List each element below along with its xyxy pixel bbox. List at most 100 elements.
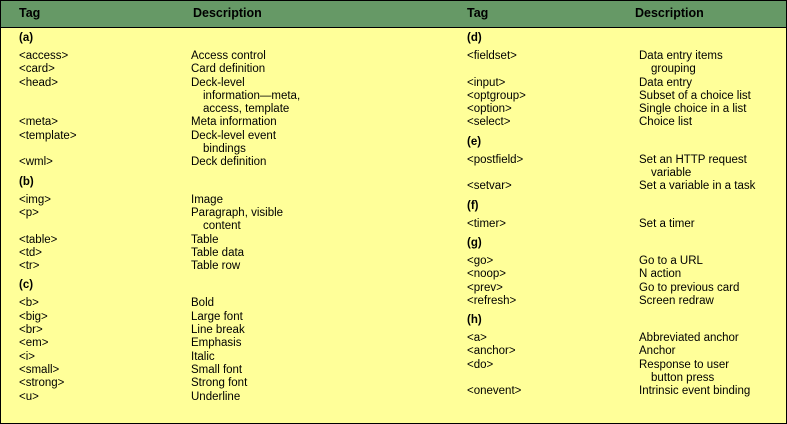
- table-row: <br> Line break: [19, 324, 319, 337]
- tag-description: Meta information: [191, 116, 319, 129]
- description-line: Italic: [191, 350, 215, 363]
- table-row: <optgroup> Subset of a choice list: [467, 90, 777, 103]
- description-line: Deck definition: [191, 156, 267, 169]
- table-row: <i>Italic: [19, 351, 319, 364]
- tag-name: <strong>: [19, 377, 65, 390]
- description-line: Single choice in a list: [639, 103, 747, 116]
- tag-description: Italic: [191, 351, 319, 364]
- description-line: Access control: [191, 50, 266, 62]
- tag-description: Table row: [191, 260, 319, 273]
- section-label: (b): [19, 175, 34, 188]
- table-row: <access>Access control: [19, 50, 319, 63]
- header-left-tag: Tag: [19, 6, 41, 20]
- description-line: variable: [651, 167, 692, 180]
- tag-description: Line break: [191, 324, 319, 337]
- tag-description: Access control: [191, 50, 319, 63]
- tag-name: <img>: [19, 193, 51, 206]
- table-row: <b>Bold: [19, 297, 319, 310]
- tag-name: <refresh>: [467, 294, 517, 307]
- tag-name: <td>: [19, 246, 43, 259]
- tag-name: <template>: [19, 129, 77, 142]
- tag-description: Card definition: [191, 63, 319, 76]
- table-row: <select>Choice list: [467, 116, 777, 129]
- description-line: Deck-level: [191, 76, 245, 89]
- tag-name: <fieldset>: [467, 50, 517, 62]
- tag-description: Table: [191, 234, 319, 247]
- tag-name: <go>: [467, 254, 494, 267]
- tag-name: <a>: [467, 332, 487, 345]
- tag-description: Image: [191, 194, 319, 207]
- tag-description: Screen redraw: [639, 295, 777, 308]
- section-label: (c): [19, 279, 34, 292]
- description-line: Intrinsic event binding: [639, 385, 751, 398]
- description-line: Large font: [191, 310, 243, 323]
- tag-description: Underline: [191, 391, 319, 404]
- table-row: <tr> Table row: [19, 260, 319, 273]
- tag-name: <postfield>: [467, 153, 524, 166]
- description-line: Go to a URL: [639, 254, 703, 267]
- description-line: Meta information: [191, 116, 277, 129]
- table-row: <table> Table: [19, 234, 319, 247]
- description-line: bindings: [203, 143, 246, 156]
- description-line: Paragraph, visible: [191, 206, 284, 219]
- header-right-description: Description: [635, 6, 704, 20]
- section-label: (a): [19, 32, 34, 44]
- description-line: Response to user: [639, 358, 730, 371]
- description-line: Bold: [191, 297, 215, 310]
- header-left-description: Description: [193, 6, 262, 20]
- description-line: Data entry: [639, 76, 693, 89]
- description-line: Abbreviated anchor: [639, 332, 739, 345]
- description-line: Subset of a choice list: [639, 89, 751, 102]
- tag-name: <tr>: [19, 260, 40, 273]
- description-line: Table: [191, 233, 219, 246]
- tag-name: <em>: [19, 337, 49, 350]
- tag-name: <meta>: [19, 116, 58, 129]
- tag-description: Anchor: [639, 345, 777, 358]
- tag-name: <input>: [467, 76, 506, 89]
- tag-name: <optgroup>: [467, 89, 526, 102]
- table-row: <refresh> Screen redraw: [467, 295, 777, 308]
- tag-name: <do>: [467, 358, 494, 371]
- description-line: grouping: [651, 63, 696, 76]
- tag-name: <prev>: [467, 281, 503, 294]
- description-line: Table row: [191, 260, 241, 273]
- table-row: <strong>Strong font: [19, 377, 319, 390]
- description-line: access, template: [203, 103, 290, 116]
- left-column: (a) <access>Access control<card>Card defi…: [19, 32, 319, 404]
- description-line: Set a variable in a task: [639, 180, 756, 193]
- table-row: <input> Data entry: [467, 77, 777, 90]
- tag-description: Go to previous card: [639, 282, 777, 295]
- tag-description: Subset of a choice list: [639, 90, 777, 103]
- description-line: Set an HTTP request: [639, 153, 747, 166]
- tag-description: Abbreviated anchor: [639, 332, 777, 345]
- table-row: <onevent> Intrinsic event binding: [467, 385, 777, 398]
- description-line: button press: [651, 372, 715, 385]
- section-label: (g): [467, 236, 482, 249]
- table-row: <big>Large font: [19, 311, 319, 324]
- tag-description: Large font: [191, 311, 319, 324]
- header-right-tag: Tag: [467, 6, 489, 20]
- table-header: Tag Description Tag Description: [1, 1, 786, 28]
- tag-description: Intrinsic event binding: [639, 385, 777, 398]
- tag-description: Emphasis: [191, 337, 319, 350]
- description-line: information—meta,: [203, 89, 301, 102]
- description-line: Small font: [191, 363, 243, 376]
- tag-name: <table>: [19, 233, 58, 246]
- tag-name: <onevent>: [467, 385, 522, 398]
- tag-name: <setvar>: [467, 180, 512, 193]
- table-row: <small>Small font: [19, 364, 319, 377]
- table-row: <card>Card definition: [19, 63, 319, 76]
- table-row: <img> Image: [19, 194, 319, 207]
- description-line: content: [203, 220, 241, 233]
- tag-name: <br>: [19, 324, 43, 337]
- tag-description: Set a variable in a task: [639, 180, 777, 193]
- tag-description: Data entry: [639, 77, 777, 90]
- tag-name: <timer>: [467, 217, 506, 230]
